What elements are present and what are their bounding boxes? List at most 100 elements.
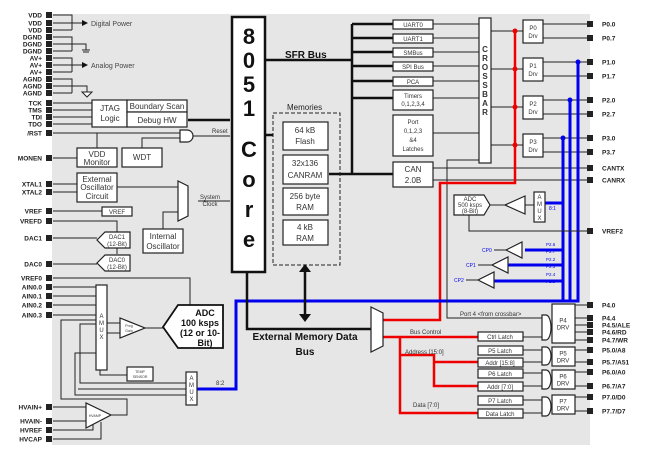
svg-text:JTAG: JTAG: [100, 104, 120, 113]
svg-text:External: External: [82, 175, 112, 184]
pin-label: XTAL1: [22, 182, 42, 189]
left-pin: MONEN: [18, 155, 52, 163]
pin-label: /RST: [27, 131, 42, 138]
vref-box: VREF: [101, 206, 133, 217]
pin-pad-icon: [46, 155, 52, 161]
svg-text:32x136: 32x136: [292, 159, 319, 168]
svg-text:U: U: [99, 328, 103, 334]
pin-label: XTAL2: [22, 190, 42, 197]
left-pin: VREF0: [21, 275, 52, 283]
svg-text:P3: P3: [529, 140, 537, 146]
pin-pad-icon: [587, 322, 593, 328]
svg-text:TEMP: TEMP: [135, 370, 145, 374]
pin-pad-icon: [46, 12, 52, 18]
port-driver-label: DRV: [557, 407, 570, 413]
svg-text:Data [7:0]: Data [7:0]: [413, 403, 439, 409]
pin-label: VREF0: [21, 276, 42, 283]
svg-text:Oscillator: Oscillator: [146, 242, 180, 251]
svg-text:System: System: [200, 195, 220, 201]
latch-box: [477, 395, 524, 406]
pin-label: P0.0: [602, 22, 616, 29]
or-gate: [541, 396, 552, 417]
svg-text:CP0: CP0: [482, 248, 492, 254]
svg-text:(12-Bit): (12-Bit): [107, 265, 127, 271]
svg-text:P1: P1: [529, 64, 537, 70]
right-pin: P1.0: [587, 59, 616, 67]
left-pin: DGND: [23, 41, 52, 49]
pin-label: P2.0: [602, 98, 616, 105]
left-pin: AV+: [30, 62, 52, 70]
latch-label: P6 Latch: [488, 372, 512, 378]
right-pin: P3.7: [587, 149, 616, 157]
svg-text:8: 8: [243, 24, 255, 49]
ext-mem-mux: [370, 306, 384, 353]
svg-text:R: R: [482, 54, 488, 63]
pin-pad-icon: [46, 181, 52, 187]
pin-label: P0.7: [602, 36, 616, 43]
svg-text:P2.5: P2.5: [546, 279, 556, 284]
pin-pad-icon: [587, 369, 593, 375]
dac1: DAC1 (12-Bit): [96, 231, 131, 249]
svg-text:Oscillator: Oscillator: [80, 183, 114, 192]
svg-text:A: A: [537, 195, 541, 201]
svg-text:0: 0: [243, 48, 255, 73]
svg-text:P2.7: P2.7: [546, 249, 556, 254]
pin-label: DAC0: [24, 262, 42, 269]
left-pin: AV+: [30, 55, 52, 63]
latch-box: [477, 331, 524, 342]
pin-pad-icon: [46, 189, 52, 195]
left-pin: AGND: [23, 76, 52, 84]
svg-text:Prog: Prog: [125, 324, 132, 328]
svg-text:100 ksps: 100 ksps: [181, 318, 219, 328]
pin-pad-icon: [587, 394, 593, 400]
pin-label: DGND: [23, 35, 42, 42]
pin-label: VDD: [28, 13, 42, 20]
port-driver: [551, 369, 576, 390]
right-pin: P0.0: [587, 21, 616, 29]
adc-500ksps: ADC 500 ksps (8-Bit): [453, 194, 491, 216]
svg-text:X: X: [99, 335, 103, 341]
pin-pad-icon: [46, 235, 52, 241]
svg-text:X: X: [189, 397, 193, 403]
latch-box: [477, 381, 524, 392]
pin-label: P3.0: [602, 136, 616, 143]
right-pin: P5.7/A51: [587, 359, 629, 367]
port-driver: [551, 346, 576, 367]
or-gate: [541, 314, 552, 341]
svg-text:8:1: 8:1: [549, 206, 556, 212]
svg-text:RAM: RAM: [296, 234, 314, 243]
svg-text:SMBus: SMBus: [403, 51, 422, 57]
left-pin: TDI: [32, 114, 52, 122]
svg-text:DAC0: DAC0: [109, 258, 126, 264]
latch-label: Data Latch: [485, 412, 514, 418]
svg-text:C: C: [482, 45, 488, 54]
prog-gain-left: Prog Gain: [119, 317, 147, 339]
svg-text:e: e: [243, 227, 255, 252]
right-pin: P2.7: [587, 111, 616, 119]
svg-text:CAN: CAN: [405, 165, 422, 174]
port-driver-label: DRV: [557, 326, 570, 332]
left-pin: AIN0.2: [22, 302, 52, 310]
svg-text:CP2: CP2: [454, 278, 464, 284]
svg-text:SPI Bus: SPI Bus: [402, 65, 424, 71]
pin-pad-icon: [46, 312, 52, 318]
left-pin: AV+: [30, 69, 52, 77]
latch-label: Addr [15:8]: [485, 361, 515, 367]
right-pin: P0.7: [587, 35, 616, 43]
left-pin: VDD: [28, 12, 52, 20]
port-driver-label: P6: [559, 375, 567, 381]
left-pin: VREFD: [20, 218, 52, 226]
port-driver-label: P5: [559, 352, 567, 358]
temp-sensor: TEMP SENSOR: [126, 366, 154, 382]
right-pin: P4.4: [587, 315, 616, 323]
latch-label: P5 Latch: [488, 349, 512, 355]
right-pin: P3.0: [587, 135, 616, 143]
svg-text:ADC: ADC: [464, 197, 477, 203]
svg-text:B: B: [482, 90, 488, 99]
